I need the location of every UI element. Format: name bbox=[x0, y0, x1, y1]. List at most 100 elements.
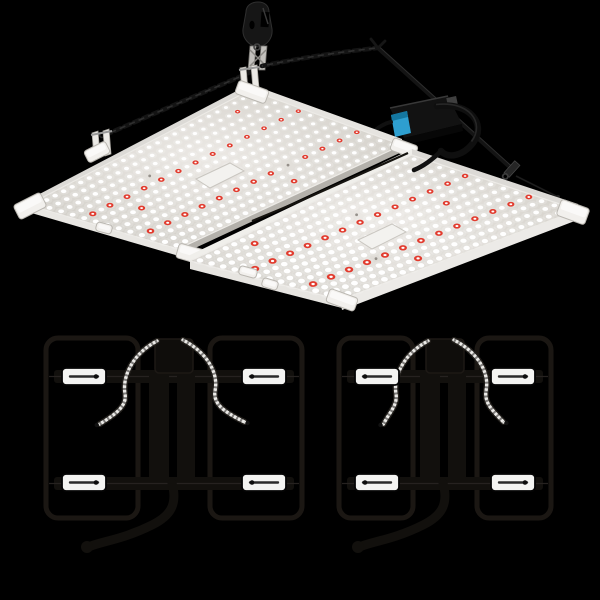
led-dot bbox=[368, 177, 374, 182]
red-led-center bbox=[321, 147, 324, 150]
led-dot bbox=[276, 139, 282, 143]
hanging-chain-left-highlight bbox=[102, 70, 254, 137]
wire-tip bbox=[504, 420, 509, 426]
led-dot bbox=[167, 201, 174, 206]
led-dot bbox=[294, 221, 301, 226]
led-dot bbox=[104, 195, 110, 200]
led-dot bbox=[55, 201, 61, 206]
led-dot bbox=[315, 271, 323, 276]
led-dot bbox=[379, 201, 386, 205]
corner-cap bbox=[325, 288, 359, 312]
led-dot bbox=[520, 206, 527, 211]
led-dot bbox=[219, 264, 227, 269]
led-dot bbox=[420, 220, 427, 225]
led-dot bbox=[311, 213, 318, 218]
led-dot bbox=[343, 155, 349, 159]
red-led-center bbox=[463, 175, 467, 177]
led-dot bbox=[346, 163, 352, 167]
led-dot bbox=[150, 209, 157, 214]
led-dot bbox=[118, 206, 125, 211]
led-dot bbox=[307, 250, 314, 255]
led-dot bbox=[271, 240, 279, 245]
led-dot bbox=[152, 161, 158, 166]
led-dot bbox=[146, 145, 152, 149]
led-dot bbox=[318, 228, 325, 233]
led-dot bbox=[72, 192, 78, 197]
led-dot bbox=[260, 262, 268, 268]
led-dot bbox=[248, 199, 254, 204]
led-dot bbox=[262, 183, 268, 188]
led-dot bbox=[147, 201, 154, 206]
led-dot bbox=[350, 205, 356, 210]
led-dot bbox=[285, 134, 290, 139]
led-dot bbox=[181, 185, 188, 189]
bracket-slot-dot bbox=[249, 480, 255, 485]
led-dot bbox=[377, 173, 383, 178]
led-dot bbox=[442, 245, 449, 250]
led-dot bbox=[426, 259, 434, 265]
bracket-slot-dot bbox=[522, 480, 528, 485]
led-dot bbox=[408, 266, 416, 272]
led-dot bbox=[282, 217, 289, 222]
corner-cap bbox=[238, 265, 258, 279]
led-dot bbox=[133, 217, 139, 222]
led-dot bbox=[280, 261, 288, 267]
led-dot bbox=[184, 165, 190, 169]
led-dot bbox=[491, 190, 498, 195]
led-dot bbox=[81, 188, 87, 193]
led-dot bbox=[184, 192, 191, 197]
led-dot bbox=[487, 182, 494, 187]
led-dot bbox=[242, 155, 247, 160]
led-dot bbox=[304, 268, 312, 273]
led-dot bbox=[399, 270, 407, 275]
led-dot bbox=[342, 126, 348, 130]
led-dot bbox=[132, 162, 138, 166]
led-dot bbox=[366, 134, 371, 139]
led-dot bbox=[518, 224, 525, 230]
led-dot bbox=[313, 264, 320, 270]
diagram-power-plug bbox=[81, 541, 93, 553]
led-dot bbox=[170, 181, 176, 186]
led-dot bbox=[213, 215, 220, 220]
led-dot bbox=[536, 218, 543, 223]
led-dot bbox=[161, 157, 167, 161]
led-dot bbox=[282, 183, 289, 188]
led-dot bbox=[150, 236, 157, 241]
diagram-driver-mount bbox=[425, 338, 465, 374]
red-led-center bbox=[166, 221, 170, 224]
bracket-slot-dot bbox=[362, 374, 368, 379]
led-dot bbox=[130, 210, 136, 215]
led-dot bbox=[375, 263, 383, 268]
led-dot bbox=[371, 280, 379, 286]
led-dot bbox=[198, 148, 204, 152]
led-dot bbox=[513, 190, 519, 195]
led-dot bbox=[274, 187, 280, 192]
red-led-center bbox=[236, 110, 239, 113]
diagram-center-bar bbox=[420, 374, 440, 478]
led-dot bbox=[336, 220, 343, 225]
bracket-slot-dot bbox=[249, 374, 255, 379]
led-dot bbox=[314, 159, 320, 163]
led-dot bbox=[247, 143, 253, 147]
led-dot bbox=[231, 267, 239, 272]
led-dot bbox=[481, 238, 489, 244]
led-dot bbox=[301, 236, 308, 241]
led-dot bbox=[298, 254, 306, 259]
led-dot bbox=[202, 212, 208, 216]
power-cable-highlight bbox=[435, 103, 478, 142]
red-led-center bbox=[159, 178, 163, 181]
led-dot bbox=[500, 186, 507, 191]
diagram-driver-mount bbox=[154, 338, 194, 374]
led-dot bbox=[230, 151, 236, 156]
led-dot bbox=[527, 221, 534, 226]
led-dot bbox=[267, 114, 272, 118]
led-dot bbox=[206, 114, 212, 118]
led-dot bbox=[277, 195, 283, 199]
led-dot bbox=[533, 210, 540, 215]
led-dot bbox=[245, 191, 251, 196]
led-dot bbox=[331, 257, 338, 262]
led-dot bbox=[402, 252, 410, 258]
led-dot bbox=[380, 147, 386, 151]
led-dot bbox=[348, 224, 355, 229]
